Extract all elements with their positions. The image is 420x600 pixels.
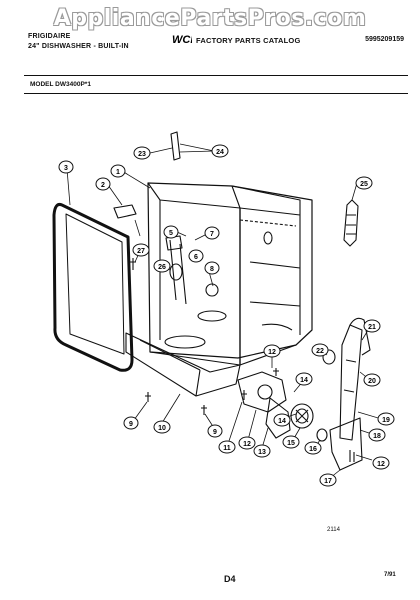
tub-assembly-drawing xyxy=(147,182,313,366)
grommet-drawing xyxy=(205,283,219,297)
callout-2: 2 xyxy=(95,177,111,191)
svg-text:21: 21 xyxy=(368,324,376,331)
revision-date: 7/91 xyxy=(384,572,396,578)
screws-drawing xyxy=(130,258,355,462)
svg-text:18: 18 xyxy=(373,433,381,440)
callout-22: 22 xyxy=(311,343,329,357)
svg-text:23: 23 xyxy=(138,151,146,158)
header-rule-bottom xyxy=(24,93,408,94)
svg-text:14: 14 xyxy=(300,377,308,384)
toe-panel-drawing xyxy=(125,332,241,397)
hinge-bracket-drawing xyxy=(113,204,137,219)
callout-10: 10 xyxy=(153,420,171,434)
svg-text:13: 13 xyxy=(258,449,266,456)
svg-text:8: 8 xyxy=(210,266,214,273)
callout-7: 7 xyxy=(204,226,220,240)
callout-25: 25 xyxy=(355,176,373,190)
svg-text:26: 26 xyxy=(158,264,166,271)
float-switch-drawing xyxy=(169,263,183,281)
clamp-ring-drawing xyxy=(322,349,336,365)
svg-text:1: 1 xyxy=(116,169,120,176)
svg-text:5: 5 xyxy=(169,230,173,237)
svg-text:20: 20 xyxy=(368,378,376,385)
svg-text:11: 11 xyxy=(223,445,231,452)
svg-text:12: 12 xyxy=(268,349,276,356)
callout-26: 26 xyxy=(153,259,171,273)
leader-lines xyxy=(66,143,386,479)
callout-21: 21 xyxy=(363,319,381,333)
svg-text:25: 25 xyxy=(360,181,368,188)
callout-12a: 12 xyxy=(263,344,281,358)
callout-11: 11 xyxy=(218,440,236,454)
figure-reference: 2114 xyxy=(327,527,340,533)
svg-text:15: 15 xyxy=(287,440,295,447)
callout-19: 19 xyxy=(377,412,395,426)
callout-13: 13 xyxy=(253,444,271,458)
callout-12c: 12 xyxy=(372,456,390,470)
callout-14b: 14 xyxy=(273,413,291,427)
svg-text:16: 16 xyxy=(309,446,317,453)
callout-9a: 9 xyxy=(123,416,139,430)
fill-fitting-drawing xyxy=(343,199,359,247)
svg-text:12: 12 xyxy=(377,461,385,468)
callout-27: 27 xyxy=(132,243,150,257)
header-rule-top xyxy=(24,75,408,76)
callout-20: 20 xyxy=(363,373,381,387)
svg-text:6: 6 xyxy=(194,254,198,261)
svg-text:12: 12 xyxy=(243,441,251,448)
watermark: AppliancePartsPros.com xyxy=(53,6,367,31)
svg-text:17: 17 xyxy=(324,478,332,485)
page-label: D4 xyxy=(224,574,236,584)
callout-15: 15 xyxy=(282,435,300,449)
svg-text:24: 24 xyxy=(216,149,224,156)
callout-16: 16 xyxy=(304,441,322,455)
svg-text:27: 27 xyxy=(137,248,145,255)
model-line: MODEL DW3400P*1 xyxy=(30,81,91,88)
wci-logo-icon: WCI xyxy=(172,34,192,45)
callout-14a: 14 xyxy=(295,372,313,386)
catalog-title: FACTORY PARTS CATALOG xyxy=(196,36,301,45)
callout-12b: 12 xyxy=(238,436,256,450)
svg-text:7: 7 xyxy=(210,231,214,238)
pump-motor-drawing xyxy=(237,371,291,439)
svg-text:14: 14 xyxy=(278,418,286,425)
callout-9b: 9 xyxy=(207,424,223,438)
callout-bubbles: 1 2 3 5 6 7 8 9 9 10 11 12 12 12 13 14 1… xyxy=(58,144,395,487)
callout-3: 3 xyxy=(58,160,74,174)
svg-text:2: 2 xyxy=(101,182,105,189)
callout-23: 23 xyxy=(133,146,151,160)
svg-text:9: 9 xyxy=(213,429,217,436)
svg-text:9: 9 xyxy=(129,421,133,428)
catalog-part-number: 5995209159 xyxy=(365,36,404,43)
callout-6: 6 xyxy=(188,249,204,263)
svg-text:22: 22 xyxy=(316,348,324,355)
callout-17: 17 xyxy=(319,473,337,487)
svg-text:19: 19 xyxy=(382,417,390,424)
callout-18: 18 xyxy=(368,428,386,442)
svg-text:10: 10 xyxy=(158,425,166,432)
drain-hose-drawing xyxy=(339,317,371,441)
svg-text:3: 3 xyxy=(64,165,68,172)
seal-ring-drawing xyxy=(316,428,328,442)
mount-bracket-drawing xyxy=(329,417,363,471)
callout-24: 24 xyxy=(211,144,229,158)
impeller-drawing xyxy=(290,403,314,429)
brand-name: FRIGIDAIRE xyxy=(28,33,71,40)
callout-8: 8 xyxy=(204,261,220,275)
logo-text: WCI xyxy=(172,34,192,45)
callout-5: 5 xyxy=(163,225,179,239)
product-subtitle: 24" DISHWASHER - BUILT-IN xyxy=(28,43,129,50)
callout-1: 1 xyxy=(110,164,126,178)
door-gasket-drawing xyxy=(52,203,134,372)
top-fitting-drawing xyxy=(170,131,181,161)
